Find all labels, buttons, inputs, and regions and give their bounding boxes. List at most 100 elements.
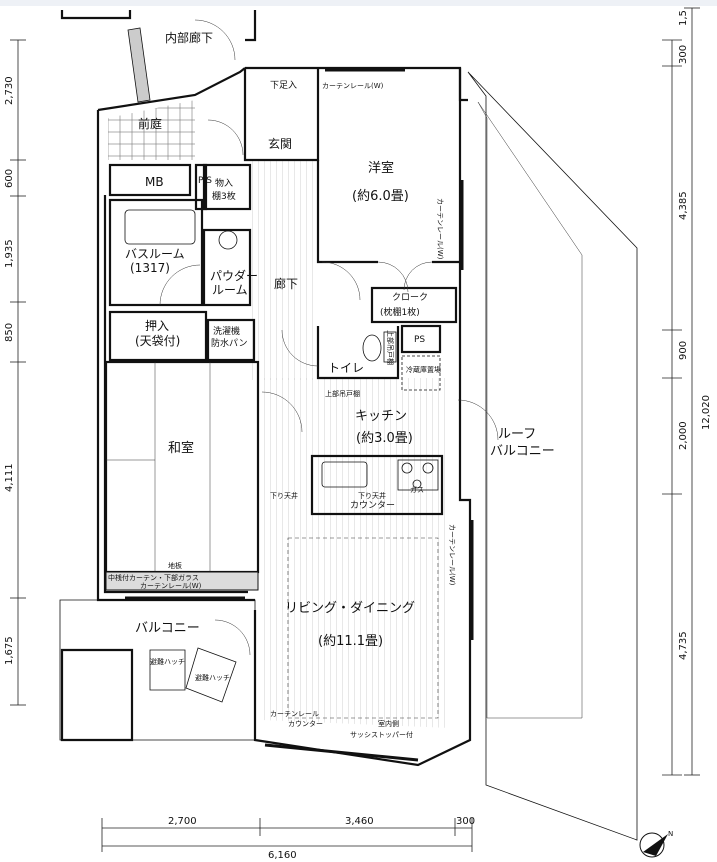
wall-toilet [316, 326, 400, 380]
dim-right-5: 2,000 [678, 421, 689, 450]
window-bottom [264, 743, 419, 762]
door-swing-youshitsu-2 [403, 261, 433, 291]
hatch-2 [185, 647, 237, 703]
label-counter-bottom: カウンター [288, 719, 323, 728]
label-bathroom: バスルーム [125, 247, 185, 261]
bathroom-box [108, 198, 204, 307]
dim-right-total: 12,020 [701, 395, 712, 430]
wall-genkan [243, 68, 320, 162]
dim-left-4: 850 [4, 323, 15, 342]
living-rug-area [287, 537, 439, 719]
dim-right-1: 1,5 [678, 10, 689, 26]
washitsu-sliding-door [105, 571, 259, 591]
label-storage3: 物入 [215, 177, 233, 189]
internal-corridor-walls [60, 10, 132, 20]
door-swing-genkan [207, 119, 244, 156]
dim-right-3: 4,385 [678, 191, 689, 220]
dim-right-ticks [662, 7, 700, 776]
label-balcony: バルコニー [135, 621, 200, 636]
label-soffit-right: 下り天井 [358, 491, 386, 500]
dim-right-4: 900 [678, 341, 689, 360]
internal-corridor-walls-2 [245, 10, 257, 42]
roof-balcony-inner [477, 101, 583, 719]
label-gas: ガス [410, 485, 424, 494]
door-swing-balcony [214, 619, 251, 656]
label-roof-balcony-2: バルコニー [490, 444, 555, 459]
label-curtain-right-upper: カーテンレール(W) [436, 198, 444, 260]
washitsu-box [104, 360, 260, 574]
compass: N [639, 830, 673, 858]
wall-youshitsu [316, 160, 378, 264]
label-mb: MB [145, 175, 164, 189]
label-counter-kitchen: カウンター [350, 500, 395, 511]
outer-wall-left-2 [103, 195, 248, 594]
label-cloak-sub: (枕棚1枚) [380, 306, 420, 318]
label-curtain-bottom: カーテンレール [270, 710, 319, 718]
toilet-tank [383, 331, 397, 363]
oshiire-box [108, 310, 208, 362]
label-cloak: クローク [392, 292, 428, 303]
label-washer: 洗濯機 [213, 325, 240, 337]
label-soffit-left: 下り天井 [270, 491, 298, 500]
label-curtain-top: カーテンレール(W) [322, 82, 384, 90]
label-oshiire: 押入 [145, 319, 169, 333]
label-kitchen-area: (約3.0畳) [356, 431, 413, 446]
label-front-garden: 前庭 [138, 116, 162, 131]
door-swing-corridor-2 [321, 261, 361, 301]
ps-right-box [400, 324, 442, 354]
label-living: リビング・ダイニング [285, 601, 415, 616]
dim-bottom-3: 300 [456, 816, 475, 827]
dim-left-ticks [10, 39, 26, 706]
front-garden-tiles [108, 100, 195, 160]
dim-right-6: 4,735 [678, 631, 689, 660]
toilet-bowl [362, 334, 382, 362]
balcony-lower-block [60, 648, 134, 742]
label-hatch1: 避難ハッチ [150, 657, 185, 666]
label-hatch2: 避難ハッチ [195, 673, 230, 682]
label-sash-stopper-2: サッシストッパー付 [350, 730, 413, 739]
balcony-outline [59, 599, 256, 741]
label-washitsu-rail: 中桟付カーテン・下部ガラス [108, 573, 199, 582]
gas-stove [397, 459, 439, 491]
label-internal-corridor: 内部廊下 [165, 30, 213, 45]
door-swing-toilet [281, 329, 319, 367]
label-storage3-sub: 棚3枚 [212, 190, 236, 202]
door-swing-powder [159, 264, 201, 306]
compass-north-label: N [668, 830, 673, 838]
powder-box [202, 228, 252, 307]
top-border-strip [0, 0, 717, 6]
label-washitsu-rail2: カーテンレール(W) [140, 582, 202, 590]
gas-burner-3 [412, 479, 422, 489]
cloak-box [370, 286, 458, 324]
label-oshiire-sub: (天袋付) [135, 334, 180, 348]
label-powder: パウダー [210, 268, 258, 283]
label-kitchen: キッチン [355, 409, 407, 424]
front-garden-wall [97, 67, 246, 112]
label-kitchen-upper: 上部吊戸棚 [325, 389, 360, 398]
dim-left-3: 1,935 [4, 239, 15, 268]
dim-right-2: 300 [678, 45, 689, 64]
fridge-box [401, 355, 441, 391]
label-genkan: 玄関 [268, 136, 292, 151]
label-sash-stopper-1: 室内側 [378, 719, 399, 728]
ps-top-box [194, 163, 208, 211]
roof-balcony-outline [467, 71, 638, 841]
label-corridor: 廊下 [274, 276, 298, 291]
door-swing-roof [457, 399, 499, 441]
label-ps-top: P S [198, 176, 212, 186]
label-youshitsu-area: (約6.0畳) [352, 189, 409, 204]
label-powder-sub: ルーム [212, 283, 248, 297]
washer-box [206, 318, 256, 362]
label-bathroom-size: (1317) [130, 261, 170, 275]
washbasin [218, 230, 238, 250]
label-ps-right: PS [414, 335, 425, 345]
dim-bottom-2: 3,460 [345, 816, 374, 827]
door-swing-living [261, 391, 303, 433]
label-living-area: (約11.1畳) [318, 634, 383, 649]
dim-left-5: 4,111 [4, 463, 15, 492]
gas-burner-2 [422, 462, 434, 474]
door-swing-corridor [194, 19, 236, 61]
label-roof-balcony-1: ルーフ [498, 427, 536, 442]
label-washer-sub: 防水パン [211, 337, 247, 349]
